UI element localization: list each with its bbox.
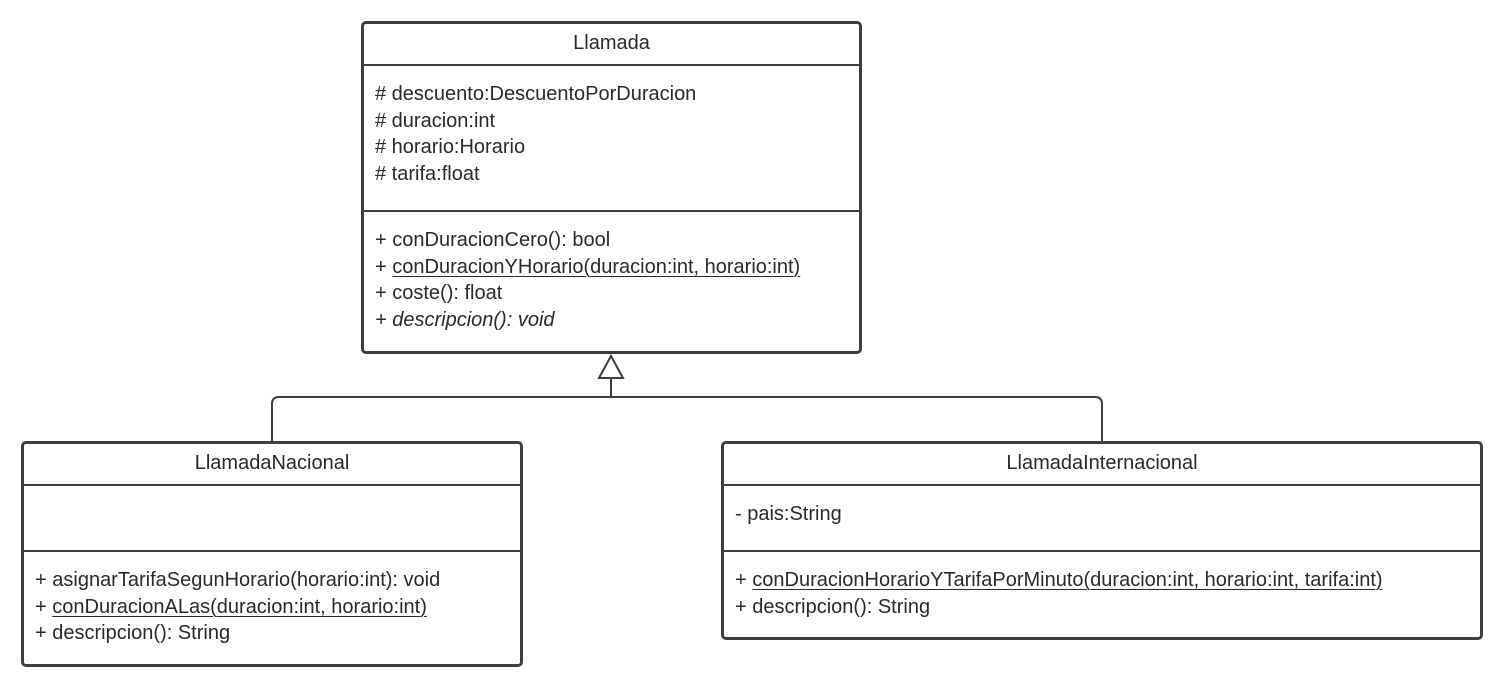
static-operation-signature: conDuracionHorarioYTarifaPorMinuto(durac…	[752, 569, 1383, 591]
class-attributes-llamada: # descuento:DescuentoPorDuracion # durac…	[364, 66, 859, 212]
class-box-llamada-nacional[interactable]: LlamadaNacional + asignarTarifaSegunHora…	[21, 441, 523, 667]
operation-con-duracion-horario-y-tarifa-por-minuto: + conDuracionHorarioYTarifaPorMinuto(dur…	[735, 567, 1480, 594]
operation-descripcion: + descripcion(): String	[735, 594, 1480, 621]
inheritance-line-llamada-nacional	[271, 396, 611, 441]
operation-signature: coste(): float	[392, 282, 503, 304]
operation-signature: descripcion(): String	[752, 595, 931, 618]
class-name-llamada: Llamada	[364, 24, 859, 66]
class-operations-llamada: + conDuracionCero(): bool + conDuracionY…	[364, 212, 859, 351]
class-operations-llamada-nacional: + asignarTarifaSegunHorario(horario:int)…	[24, 552, 520, 664]
class-attributes-llamada-nacional	[24, 486, 520, 552]
attribute-descuento: # descuento:DescuentoPorDuracion	[375, 83, 697, 105]
inheritance-line-llamada-internacional	[611, 396, 1103, 441]
operation-signature: conDuracionCero(): bool	[392, 229, 611, 251]
operation-visibility: +	[375, 229, 393, 251]
operation-asignar-tarifa-segun-horario: + asignarTarifaSegunHorario(horario:int)…	[35, 567, 520, 594]
operation-con-duracion-a-las: + conDuracionALas(duracion:int, horario:…	[35, 594, 520, 621]
operation-signature: asignarTarifaSegunHorario(horario:int): …	[52, 569, 441, 591]
attribute-horario: # horario:Horario	[375, 136, 526, 158]
operation-visibility: +	[375, 255, 393, 278]
abstract-operation-descripcion: + descripcion(): void	[375, 308, 555, 331]
attribute-pais: - pais:String	[735, 503, 842, 525]
class-attributes-llamada-internacional: - pais:String	[724, 486, 1480, 552]
operation-visibility: +	[35, 569, 53, 591]
operation-visibility: +	[35, 622, 53, 644]
operation-con-duracion-cero: + conDuracionCero(): bool	[375, 227, 859, 254]
static-operation-signature: conDuracionALas(duracion:int, horario:in…	[52, 595, 427, 618]
operation-visibility: +	[735, 569, 753, 591]
operation-visibility: +	[35, 595, 53, 618]
operation-visibility: +	[375, 282, 393, 304]
operation-descripcion: + descripcion(): String	[35, 620, 520, 647]
operation-visibility: +	[735, 595, 753, 618]
generalization-arrowhead-icon	[597, 353, 625, 379]
operation-con-duracion-y-horario: + conDuracionYHorario(duracion:int, hora…	[375, 254, 859, 281]
operation-signature: descripcion(): String	[52, 622, 231, 644]
static-operation-signature: conDuracionYHorario(duracion:int, horari…	[392, 255, 801, 278]
class-box-llamada[interactable]: Llamada # descuento:DescuentoPorDuracion…	[361, 21, 862, 354]
class-box-llamada-internacional[interactable]: LlamadaInternacional - pais:String + con…	[721, 441, 1483, 640]
operation-coste: + coste(): float	[375, 280, 859, 307]
attribute-tarifa: # tarifa:float	[375, 162, 480, 185]
attribute-duracion: # duracion:int	[375, 109, 496, 132]
class-operations-llamada-internacional: + conDuracionHorarioYTarifaPorMinuto(dur…	[724, 552, 1480, 637]
class-name-llamada-nacional: LlamadaNacional	[24, 444, 520, 486]
class-name-llamada-internacional: LlamadaInternacional	[724, 444, 1480, 486]
